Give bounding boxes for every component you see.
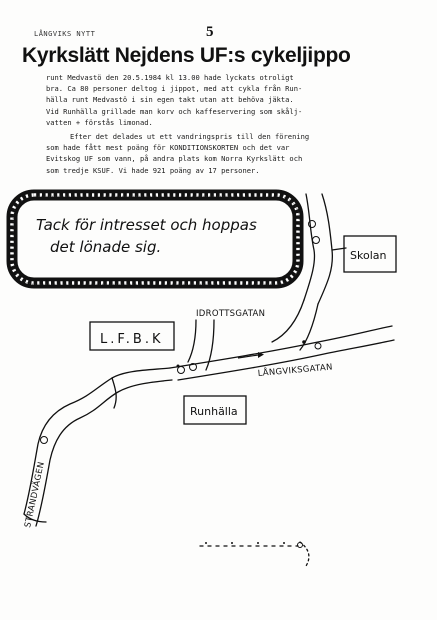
langviksgatan-label: LÅNGVIKSGATAN [257,360,333,379]
direction-arrow [237,340,306,359]
article-line: Evitskog UF som vann, på andra plats kom… [46,154,303,164]
newsletter-masthead: LÅNGVIKS NYTT [34,30,96,38]
idrottsgatan-label: IDROTTSGATAN [196,309,265,319]
article-line: bra. Ca 80 personer deltog i jippot, med… [46,84,303,94]
article-line: som tredje KSUF. Vi hade 921 poäng av 17… [46,165,260,175]
school-label: Skolan [350,249,386,262]
school-box [343,235,397,273]
lfbk-label: L.F.B.K [100,332,163,347]
article-line: Vid Runhälla grillade man korv och kaffe… [46,106,303,116]
thanks-line-2: det lönade sig. [50,238,161,256]
article-line: vatten + förstås limonad. [46,117,153,127]
tree-symbols [40,220,322,548]
article-line: som hade fått mest poäng för KONDITIONSK… [46,143,290,153]
article-headline: Kyrkslätt Nejdens UF:s cykeljippo [22,44,351,67]
runhalla-label: Runhälla [190,405,238,418]
article-line: hälla runt Medvastö i sin egen takt utan… [46,95,294,105]
roads [23,193,395,567]
path-marks [205,542,285,544]
article-line: Efter det delades ut ett vandringspris t… [70,132,310,142]
article-body: runt Medvastö den 20.5.1984 kl 13.00 had… [46,72,396,176]
lfbk-box [89,321,175,351]
thanks-line-1: Tack för intresset och hoppas [36,216,257,234]
runhalla-box [183,395,247,425]
page-number: 5 [206,24,214,40]
rope-frame [6,189,304,289]
article-line: runt Medvastö den 20.5.1984 kl 13.00 had… [46,73,294,82]
